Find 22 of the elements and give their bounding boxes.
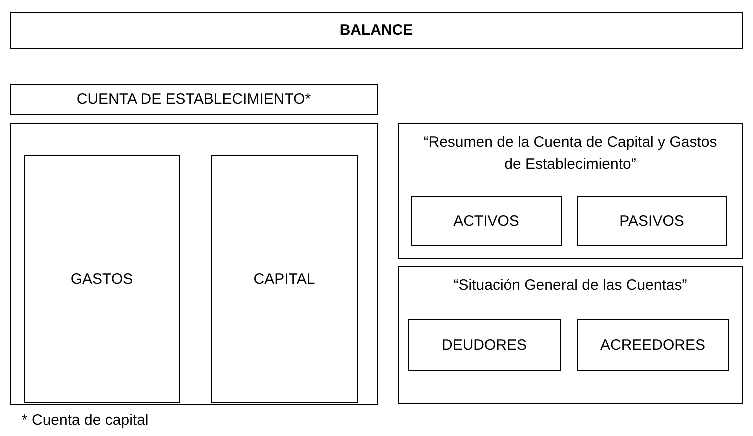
group-heading: “Resumen de la Cuenta de Capital y Gastos de Establecimiento”: [422, 133, 718, 175]
account-box: [408, 319, 561, 371]
group-box: [398, 123, 743, 259]
group-box: [10, 123, 378, 405]
footnote: * Cuenta de capital: [22, 412, 149, 429]
box-label: ACREEDORES: [600, 336, 706, 354]
box-label: PASIVOS: [620, 212, 684, 230]
account-box: [211, 155, 358, 403]
account-box: [24, 155, 180, 403]
group-heading: “Situación General de las Cuentas”: [452, 276, 688, 296]
account-box: [411, 196, 562, 246]
box-label: DEUDORES: [442, 336, 527, 354]
box-label: CAPITAL: [254, 270, 316, 288]
account-box: [10, 84, 378, 115]
box-label: BALANCE: [340, 22, 414, 39]
box-label: CUENTA DE ESTABLECIMIENTO*: [76, 91, 312, 108]
account-box: [577, 196, 727, 246]
box-label: ACTIVOS: [454, 212, 520, 230]
account-box: [577, 319, 729, 371]
title-box: [10, 12, 743, 49]
group-box: [398, 266, 743, 404]
box-label: GASTOS: [70, 270, 134, 288]
